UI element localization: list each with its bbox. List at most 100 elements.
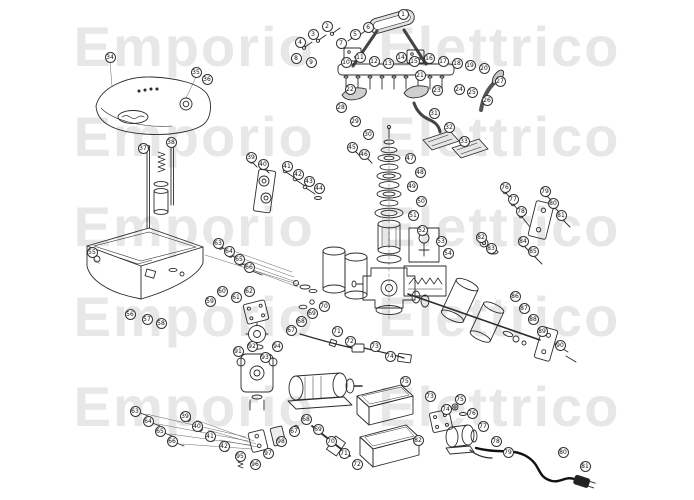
part-callout: 76 [499, 181, 511, 193]
part-callout: 32 [443, 121, 455, 133]
part-callout: 84 [517, 235, 529, 247]
part-callout: 40 [257, 158, 269, 170]
part-callout: 71 [331, 325, 343, 337]
part-callout: 38 [165, 136, 177, 148]
part-callout: 60 [216, 285, 228, 297]
part-callout: 39 [179, 410, 191, 422]
part-callout: 35 [190, 66, 202, 78]
part-callout: 80 [547, 197, 559, 209]
part-callout: 4 [294, 36, 306, 48]
part-callout: 67 [285, 324, 297, 336]
plug [573, 474, 596, 489]
part-callout: 10 [340, 56, 352, 68]
part-callout: 93 [259, 351, 271, 363]
part-callout: 81 [579, 460, 591, 472]
part-callout: 78 [490, 435, 502, 447]
canisters [293, 246, 368, 310]
part-callout: 43 [303, 175, 315, 187]
part-callout: 92 [246, 340, 258, 352]
part-callout: 30 [362, 128, 374, 140]
part-callout: 2 [321, 20, 333, 32]
part-callout: 75 [399, 375, 411, 387]
part-callout: 65 [154, 425, 166, 437]
part-callout: 71 [338, 447, 350, 459]
part-callout: 57 [141, 313, 153, 325]
part-callout: 47 [404, 152, 416, 164]
part-callout: 21 [414, 69, 426, 81]
top-cover [95, 76, 211, 135]
part-callout: 45 [346, 141, 358, 153]
part-callout: 65 [233, 253, 245, 265]
part-callout: 98 [275, 435, 287, 447]
part-callout: 79 [502, 446, 514, 458]
part-callout: 59 [204, 295, 216, 307]
part-callout: 13 [382, 57, 394, 69]
part-callout: 33 [458, 135, 470, 147]
part-callout: 68 [295, 315, 307, 327]
part-callout: 8 [290, 52, 302, 64]
part-callout: 7 [335, 37, 347, 49]
part-callout: 69 [306, 307, 318, 319]
part-callout: 22 [344, 83, 356, 95]
part-callout: 64 [142, 415, 154, 427]
part-callout: 81 [555, 209, 567, 221]
part-callout: 79 [539, 185, 551, 197]
part-callout: 44 [313, 182, 325, 194]
part-callout: 41 [204, 430, 216, 442]
part-callout: 12 [368, 55, 380, 67]
part-callout: 25 [466, 86, 478, 98]
part-callout: 95 [234, 450, 246, 462]
part-callout: 58 [155, 317, 167, 329]
pump-motor-bottom [429, 403, 478, 455]
part-callout: 73 [424, 390, 436, 402]
watermark-text: Emporio Elettrico [73, 105, 621, 168]
part-callout: 48 [414, 166, 426, 178]
part-callout: 5 [349, 28, 361, 40]
part-callout: 34 [104, 51, 116, 63]
part-callout: 42 [218, 440, 230, 452]
part-callout: 52 [416, 224, 428, 236]
part-callout: 39 [245, 151, 257, 163]
part-callout: 73 [369, 340, 381, 352]
part-callout: 40 [191, 420, 203, 432]
part-callout: 1 [397, 8, 409, 20]
part-callout: 63 [212, 237, 224, 249]
part-callout: 50 [415, 195, 427, 207]
part-callout: 70 [318, 300, 330, 312]
part-callout: 74 [384, 350, 396, 362]
watermark-text: Emporio Elettrico [73, 195, 621, 258]
part-callout: 54 [442, 247, 454, 259]
part-callout: 77 [477, 420, 489, 432]
part-callout: 90 [554, 339, 566, 351]
part-callout: 53 [435, 235, 447, 247]
part-callout: 36 [201, 73, 213, 85]
support-rods [145, 142, 174, 229]
part-callout: 62 [243, 285, 255, 297]
part-callout: 6 [362, 21, 374, 33]
part-callout: 91 [232, 345, 244, 357]
part-callout: 17 [437, 55, 449, 67]
part-callout: 46 [358, 148, 370, 160]
part-callout: 42 [292, 168, 304, 180]
motor-assembly [287, 372, 363, 410]
part-callout: 23 [431, 84, 443, 96]
part-callout: 31 [428, 107, 440, 119]
part-callout: 20 [478, 62, 490, 74]
part-callout: 72 [351, 458, 363, 470]
water-tank [86, 227, 204, 300]
part-callout: 55 [86, 246, 98, 258]
roller-assembly [407, 277, 577, 363]
part-callout: 76 [466, 407, 478, 419]
part-callout: 3 [307, 28, 319, 40]
part-callout: 74 [440, 403, 452, 415]
part-callout: 72 [344, 335, 356, 347]
part-callout: 15 [408, 55, 420, 67]
part-callout: 89 [536, 325, 548, 337]
part-callout: 85 [527, 245, 539, 257]
part-callout: 18 [451, 57, 463, 69]
part-callout: 26 [481, 94, 493, 106]
part-callout: 68 [300, 413, 312, 425]
part-callout: 70 [325, 435, 337, 447]
